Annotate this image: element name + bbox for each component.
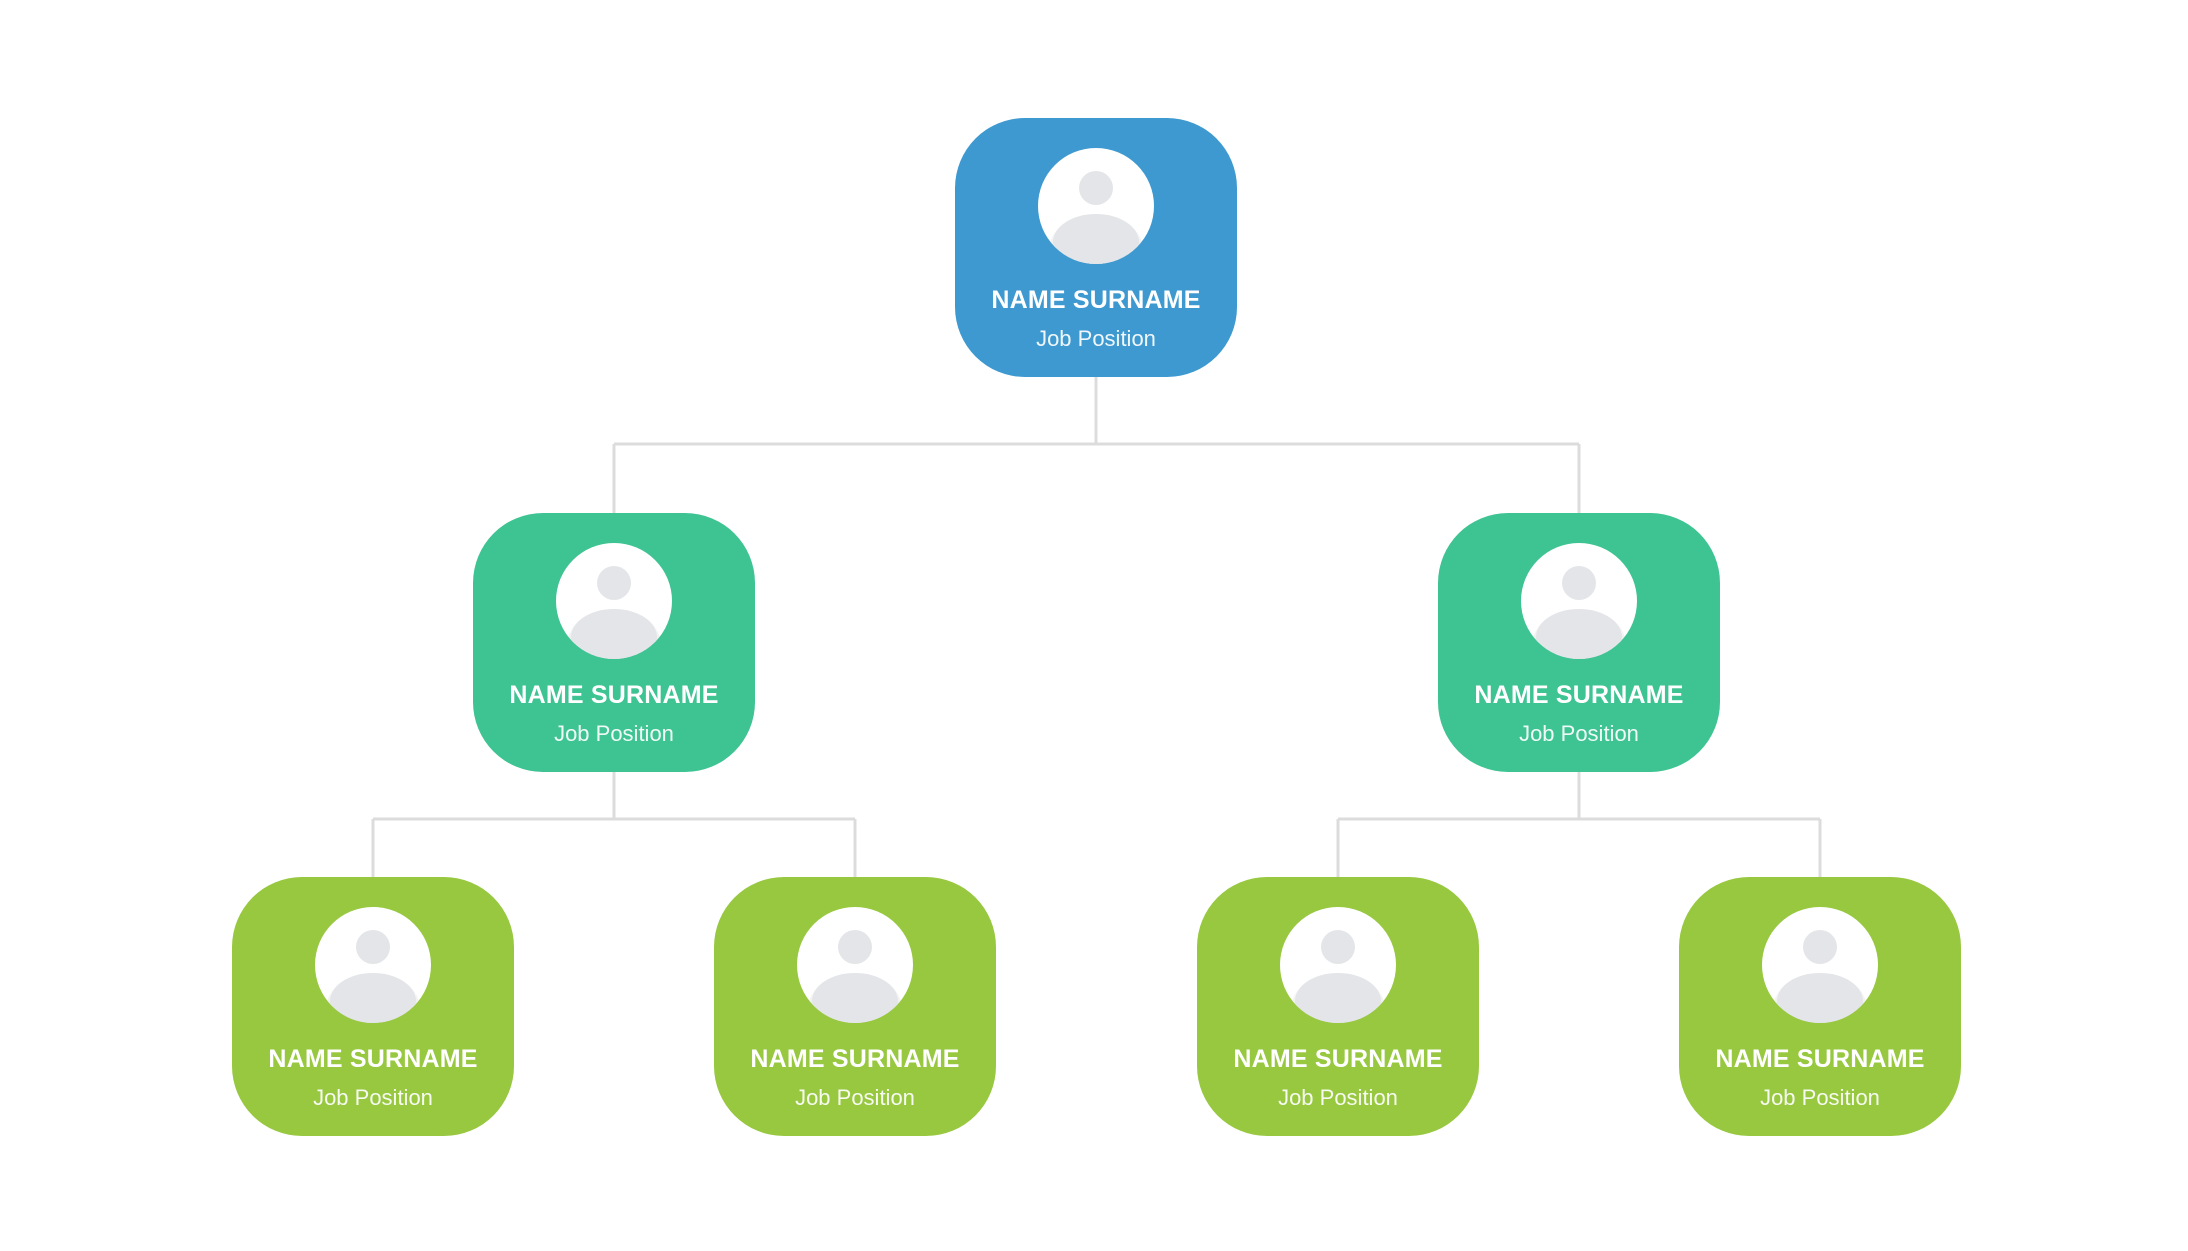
node-name: NAME SURNAME [1233,1045,1443,1073]
org-node-report-2: NAME SURNAME Job Position [714,877,996,1136]
user-avatar-icon [556,543,672,659]
node-job-position: Job Position [1036,326,1156,351]
node-job-position: Job Position [1519,721,1639,746]
user-avatar-icon [1280,907,1396,1023]
node-name: NAME SURNAME [509,681,719,709]
org-node-report-1: NAME SURNAME Job Position [232,877,514,1136]
org-node-root: NAME SURNAME Job Position [955,118,1237,377]
node-name: NAME SURNAME [268,1045,478,1073]
node-job-position: Job Position [554,721,674,746]
org-node-report-4: NAME SURNAME Job Position [1679,877,1961,1136]
org-node-report-3: NAME SURNAME Job Position [1197,877,1479,1136]
node-job-position: Job Position [1278,1085,1398,1110]
node-job-position: Job Position [795,1085,915,1110]
node-name: NAME SURNAME [1715,1045,1925,1073]
node-name: NAME SURNAME [750,1045,960,1073]
node-job-position: Job Position [1760,1085,1880,1110]
user-avatar-icon [1038,148,1154,264]
node-name: NAME SURNAME [1474,681,1684,709]
user-avatar-icon [1762,907,1878,1023]
user-avatar-icon [1521,543,1637,659]
node-name: NAME SURNAME [991,286,1201,314]
user-avatar-icon [315,907,431,1023]
node-job-position: Job Position [313,1085,433,1110]
org-node-manager-right: NAME SURNAME Job Position [1438,513,1720,772]
user-avatar-icon [797,907,913,1023]
org-node-manager-left: NAME SURNAME Job Position [473,513,755,772]
